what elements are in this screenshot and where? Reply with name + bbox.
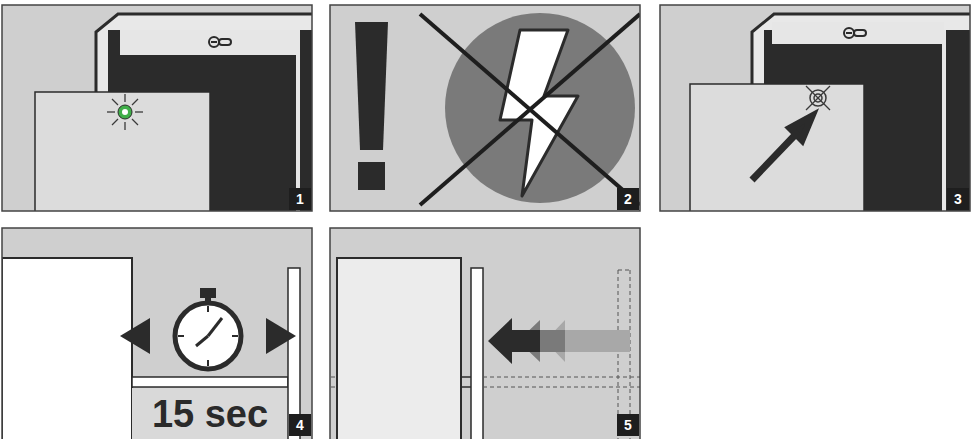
reset-button — [806, 86, 830, 110]
stopwatch-symbol — [120, 288, 296, 369]
panel-four — [2, 228, 312, 439]
lightning-bolt — [500, 30, 578, 196]
callout-number: 4 — [289, 414, 311, 436]
lock-symbol — [844, 28, 866, 38]
panel-two — [330, 5, 640, 211]
closing-arrows — [488, 318, 630, 364]
panel-five — [330, 228, 640, 439]
lock-symbol — [209, 37, 231, 47]
callout-number: 1 — [289, 188, 311, 210]
press-arrow — [752, 116, 812, 180]
exclamation-mark — [355, 22, 388, 150]
green-indicator-light — [107, 94, 143, 130]
panel-one — [2, 5, 312, 211]
callout-number: 5 — [617, 414, 639, 436]
duration-label: 15 sec — [134, 391, 286, 437]
callout-number: 2 — [617, 188, 639, 210]
callout-number: 3 — [947, 188, 969, 210]
panel-three — [660, 5, 970, 211]
